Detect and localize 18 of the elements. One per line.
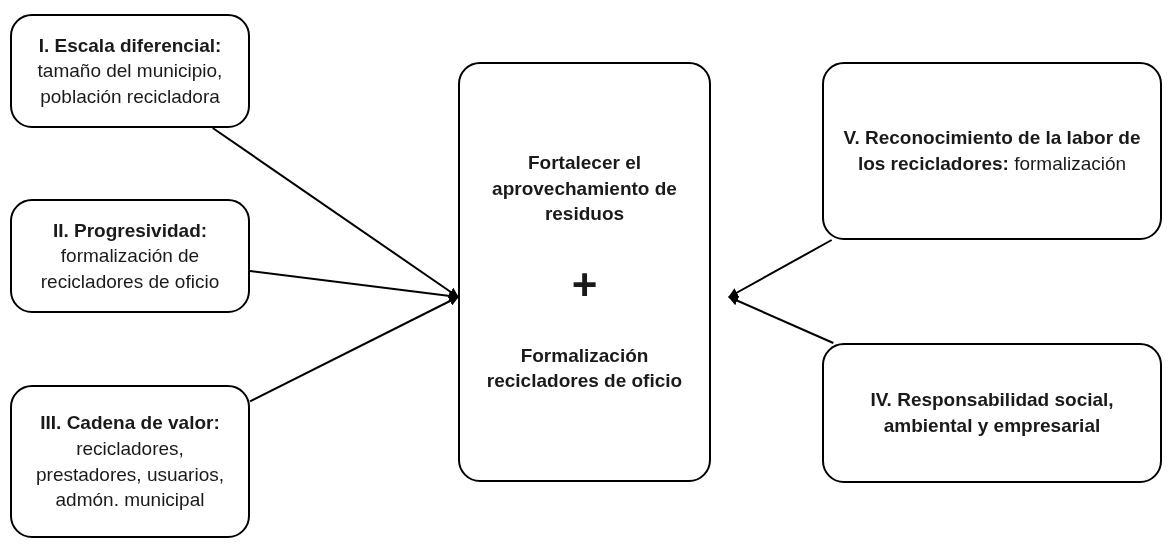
principle-box (10, 199, 250, 313)
arrow (728, 239, 833, 298)
box-text: II. Progresividad: formalización de recicladores de oficio (39, 218, 221, 294)
box-text: I. Escala diferencial: tamaño del municipio, población recicladora (36, 33, 224, 109)
plus-sign: + (571, 262, 598, 307)
arrow (211, 127, 459, 298)
principle-box (10, 385, 250, 538)
goal-box (458, 62, 711, 482)
principle-box (822, 343, 1162, 483)
box-text: Formalización recicladores de oficio (485, 343, 684, 394)
principle-box (822, 62, 1162, 240)
arrow (249, 296, 459, 403)
box-text: V. Reconocimiento de la labor de los recicladores: formalización (842, 126, 1142, 176)
box-text: IV. Responsabilidad social, ambiental y empresarial (869, 388, 1115, 438)
arrow (728, 296, 835, 344)
box-text: III. Cadena de valor: recicladores, prestadores, usuarios, admón. municipal (35, 411, 225, 513)
box-text: Fortalecer el aprovechamiento de residuos (491, 150, 678, 227)
principle-box (10, 14, 250, 128)
